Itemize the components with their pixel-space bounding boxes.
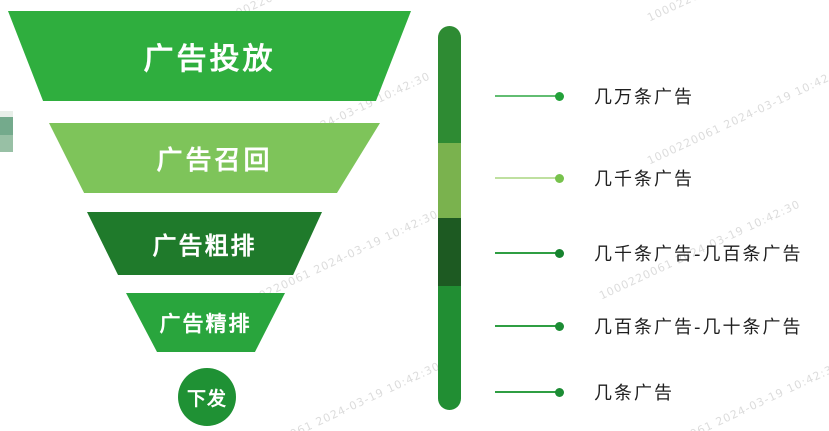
legend-dot <box>555 248 564 258</box>
scale-bar-segment <box>438 143 461 218</box>
funnel-stage-label: 广告精排 <box>159 311 252 336</box>
funnel-scale-bar <box>438 26 461 410</box>
swatch-segment <box>0 135 13 152</box>
scale-bar-segment <box>438 218 461 286</box>
legend-label: 几千条广告-几百条广告 <box>594 244 803 265</box>
legend-label: 几条广告 <box>594 383 674 404</box>
legend-label: 几千条广告 <box>594 169 694 190</box>
legend-line <box>495 252 558 254</box>
funnel-stage-ad-serving: 广告投放 <box>8 11 411 101</box>
legend-row: 几万条广告 <box>495 85 694 108</box>
watermark-text: 1000220061 2024-03-19 10:42:30 <box>237 359 443 431</box>
funnel-stage-label: 广告粗排 <box>152 232 257 260</box>
legend-dot <box>555 173 564 183</box>
funnel-stage-fine-ranking: 广告精排 <box>126 293 285 352</box>
watermark-text: 1000220061 2024-03-19 10:42:30 <box>645 62 829 168</box>
legend-line <box>495 95 558 97</box>
watermark-text: 1000220061 2024-03-19 10:42:30 <box>645 0 829 24</box>
legend-row: 几条广告 <box>495 381 674 404</box>
scale-bar-segment <box>438 286 461 410</box>
legend-dot <box>555 387 564 397</box>
legend-dot <box>555 321 564 331</box>
left-edge-swatch <box>0 111 13 152</box>
funnel-stage-label: 下发 <box>186 387 227 410</box>
funnel-stage-coarse-ranking: 广告粗排 <box>87 212 322 275</box>
swatch-segment <box>0 117 13 135</box>
legend-row: 几百条广告-几十条广告 <box>495 315 803 338</box>
swatch-segment <box>0 111 13 117</box>
legend-line <box>495 391 558 393</box>
legend-dot <box>555 91 564 101</box>
legend-label: 几万条广告 <box>594 87 694 108</box>
scale-bar-segment <box>438 26 461 143</box>
legend-label: 几百条广告-几十条广告 <box>594 317 803 338</box>
legend-row: 几千条广告 <box>495 167 694 190</box>
funnel-stage-label: 广告投放 <box>143 42 276 77</box>
legend-row: 几千条广告-几百条广告 <box>495 242 803 265</box>
legend-line <box>495 325 558 327</box>
funnel-stage-ad-recall: 广告召回 <box>49 123 380 193</box>
funnel-stage-delivery-circle: 下发 <box>178 368 236 426</box>
legend-line <box>495 177 558 179</box>
funnel-stage-label: 广告召回 <box>156 145 273 176</box>
